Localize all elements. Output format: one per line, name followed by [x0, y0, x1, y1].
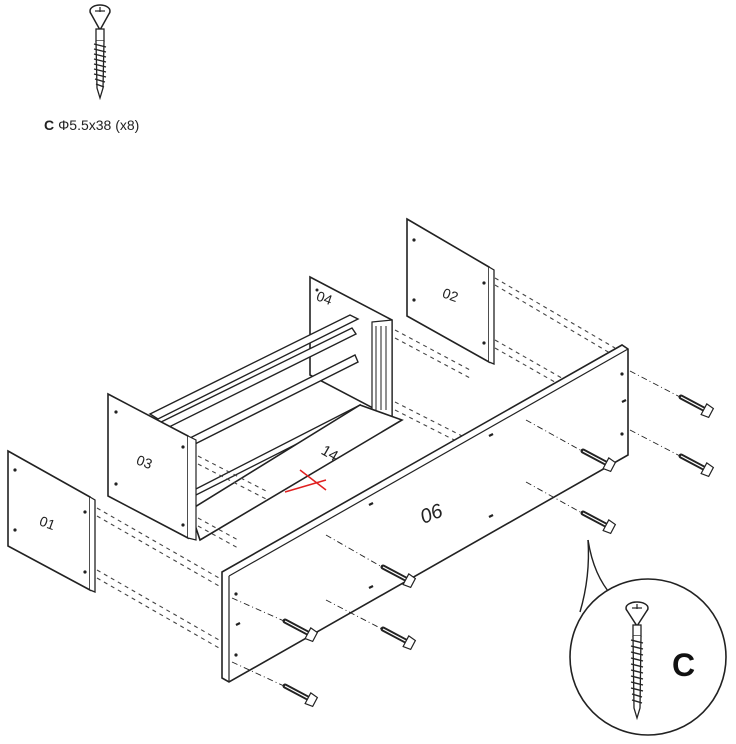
guide-lines-frame — [197, 329, 471, 549]
callout-screw-icon — [625, 601, 649, 721]
screw-c-4 — [580, 508, 616, 535]
hardware-spec: Φ5.5x38 (x8) — [58, 117, 140, 133]
screw-c-8 — [282, 681, 318, 708]
screw-c-6 — [380, 624, 416, 651]
panel-label-14: 14 — [318, 442, 341, 465]
guide-lines-02 — [494, 277, 619, 419]
screw-c-2 — [678, 451, 714, 478]
screw-callout — [569, 539, 727, 736]
panel-06 — [221, 344, 629, 683]
panel-label-04: 04 — [314, 288, 334, 308]
guide-lines-01 — [96, 507, 227, 653]
drawer-rails — [148, 314, 361, 500]
panel-label-01: 01 — [37, 513, 57, 533]
screw-c-1 — [678, 392, 714, 419]
screw-guides — [231, 370, 681, 687]
panel-14 — [189, 404, 404, 542]
panel-label-02: 02 — [440, 285, 460, 305]
panel-02 — [406, 217, 495, 365]
panel-03 — [107, 392, 197, 541]
panel-label-03: 03 — [134, 452, 154, 472]
screw-icon — [89, 4, 111, 101]
panel-01 — [7, 449, 96, 593]
callout-label: C — [672, 647, 695, 683]
hardware-code: C — [44, 117, 55, 133]
